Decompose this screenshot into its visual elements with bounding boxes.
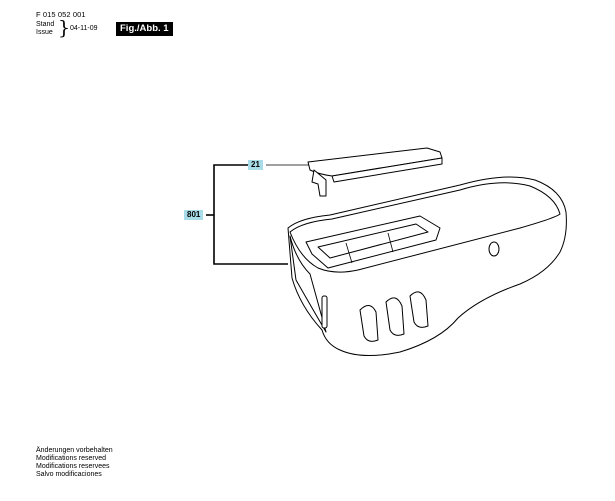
doc-number: F 015 052 001 xyxy=(36,10,86,19)
brace-icon: } xyxy=(58,17,71,39)
side-slot xyxy=(321,295,328,329)
grip-groove xyxy=(359,305,379,342)
callout-21: 21 xyxy=(248,160,263,170)
stand-issue-block: Stand Issue } 04-11-09 Fig./Abb. 1 xyxy=(36,17,176,42)
side-face xyxy=(289,235,327,333)
footer-line: Salvo modificaciones xyxy=(36,471,102,478)
battery-cover-front xyxy=(331,157,443,183)
battery-cover-clip xyxy=(311,169,327,197)
battery-cover-part xyxy=(307,147,443,197)
callout-801: 801 xyxy=(184,210,204,220)
compartment-rib xyxy=(345,242,353,264)
footer-line: Änderungen vorbehalten xyxy=(36,447,113,454)
issue-label: Issue xyxy=(36,29,53,36)
grip-groove xyxy=(385,297,405,336)
lens-hole xyxy=(488,241,500,257)
bracket-line xyxy=(213,164,288,265)
housing-part xyxy=(287,176,567,356)
compartment-inner xyxy=(317,223,429,259)
compartment-rib xyxy=(387,232,394,253)
figure-badge: Fig./Abb. 1 xyxy=(116,22,173,36)
footer-line: Modifications reservees xyxy=(36,463,110,470)
footer-notes: Änderungen vorbehalten Modifications res… xyxy=(36,447,113,479)
stand-label: Stand xyxy=(36,21,55,28)
footer-line: Modifications reserved xyxy=(36,455,107,462)
issue-date: 04-11-09 xyxy=(70,25,98,32)
grip-groove xyxy=(409,291,429,328)
assembly-bracket xyxy=(206,164,288,265)
battery-cover-top xyxy=(307,147,443,177)
